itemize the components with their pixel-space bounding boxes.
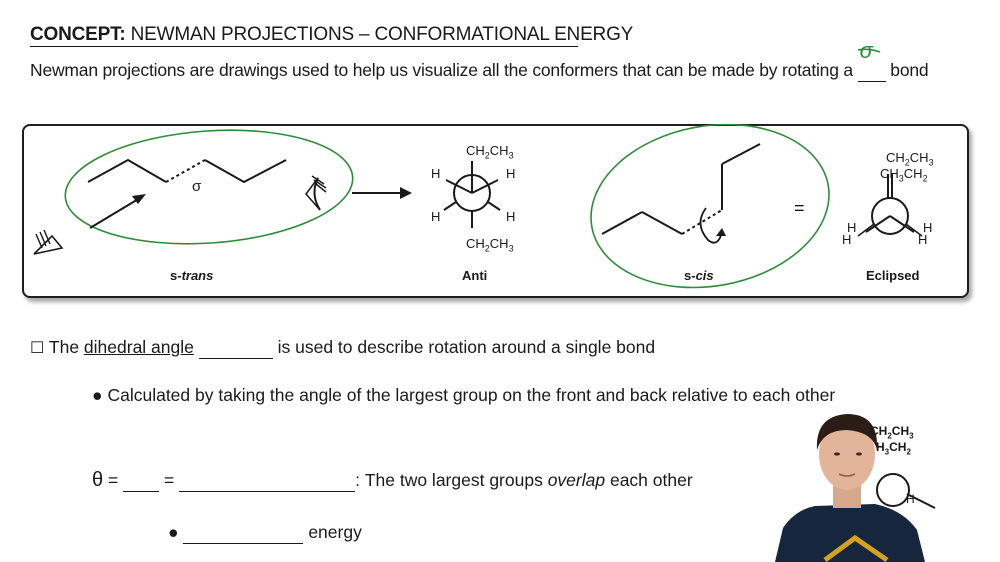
page-title: CONCEPT: NEWMAN PROJECTIONS – CONFORMATI…: [30, 24, 633, 46]
equals-sign: =: [794, 198, 805, 218]
intro-end: bond: [890, 60, 929, 80]
strans-italic: trans: [181, 268, 214, 283]
label-eclipsed: Eclipsed: [866, 268, 920, 283]
eclipsed-newman: [857, 174, 923, 237]
bullet-icon: ●: [92, 385, 103, 405]
intro-text: Newman projections are drawings used to …: [30, 60, 853, 80]
anti-h-ul: H: [431, 166, 441, 181]
presenter-video: [775, 410, 1000, 562]
calc-line: ● Calculated by taking the angle of the …: [92, 385, 835, 406]
dihedral-term: dihedral angle: [83, 337, 194, 357]
eye-icon-right: [305, 175, 327, 211]
scis-left-2: [641, 211, 683, 235]
label-anti: Anti: [462, 268, 488, 283]
intro-sentence: Newman projections are drawings used to …: [30, 38, 929, 82]
scis-sigma-bond: [681, 209, 723, 235]
label-scis: s-cis: [684, 268, 714, 283]
sigma-blank: σ: [857, 38, 886, 82]
anti-bottom-group: CH2CH3: [466, 236, 514, 254]
anti-newman: [443, 161, 501, 228]
presenter-bg-h: H: [906, 492, 915, 506]
scis-right-2: [721, 143, 761, 165]
scis-prefix: s-: [684, 268, 696, 283]
ecl-h-r1: H: [923, 220, 933, 235]
dihedral-rest: is used to describe rotation around a si…: [277, 337, 656, 357]
theta-eq-2: =: [163, 470, 175, 490]
theta-symbol: θ: [92, 469, 104, 491]
theta-line: θ = = : The two largest groups overlap e…: [92, 469, 693, 492]
theta-eq-1: =: [108, 470, 119, 490]
rotation-arrow: [699, 207, 723, 244]
energy-blank: [183, 522, 304, 544]
sigma-stroke: [857, 48, 881, 53]
handwritten-sigma: σ: [859, 38, 873, 63]
strans-prefix: s-: [170, 268, 182, 283]
energy-word: energy: [308, 522, 362, 542]
ecl-top-group-2: CH3CH2: [880, 166, 928, 184]
dihedral-line: ☐ The dihedral angle is used to describe…: [30, 337, 655, 359]
green-circle-strans: [64, 129, 354, 245]
label-strans: s-trans: [170, 268, 213, 283]
anti-h-ll: H: [431, 209, 441, 224]
anti-top-group: CH2CH3: [466, 143, 514, 161]
overlap-word: overlap: [547, 470, 606, 490]
scis-left-1: [601, 211, 643, 235]
energy-line: ● energy: [168, 522, 362, 544]
calc-text: Calculated by taking the angle of the la…: [107, 385, 836, 405]
strans-sigma-bond: [165, 159, 206, 183]
theta-blank-1: [123, 470, 160, 492]
ecl-top-group-1: CH2CH3: [886, 150, 934, 168]
bullet-icon-2: ●: [168, 522, 179, 542]
conformer-figure: [33, 124, 923, 289]
ecl-h-l2: H: [842, 232, 852, 247]
anti-h-ur: H: [506, 166, 516, 181]
checkbox-icon: ☐: [30, 340, 45, 357]
ecl-h-r2: H: [918, 232, 928, 247]
dihedral-prefix: The: [48, 337, 84, 357]
ecl-h-l1: H: [847, 220, 857, 235]
overlap-post: each other: [605, 470, 693, 490]
title-underline: [30, 46, 578, 47]
view-arrow: [89, 197, 141, 229]
presenter-bg-label-2: H3CH2: [876, 440, 911, 457]
eye-icon-left: [33, 229, 64, 255]
concept-title: NEWMAN PROJECTIONS – CONFORMATIONAL ENER…: [125, 24, 634, 45]
scis-italic: cis: [695, 268, 714, 283]
anti-h-lr: H: [506, 209, 516, 224]
green-circle-scis: [590, 124, 830, 289]
strans-chain-left: [87, 158, 167, 183]
dihedral-blank: [198, 337, 273, 359]
sigma-label: σ: [192, 178, 202, 195]
overlap-pre: : The two largest groups: [355, 470, 548, 490]
theta-blank-2: [179, 470, 356, 492]
concept-label: CONCEPT:: [30, 24, 126, 45]
presenter-bg-label-1: CH2CH3: [870, 424, 914, 441]
strans-chain-right: [204, 159, 287, 184]
